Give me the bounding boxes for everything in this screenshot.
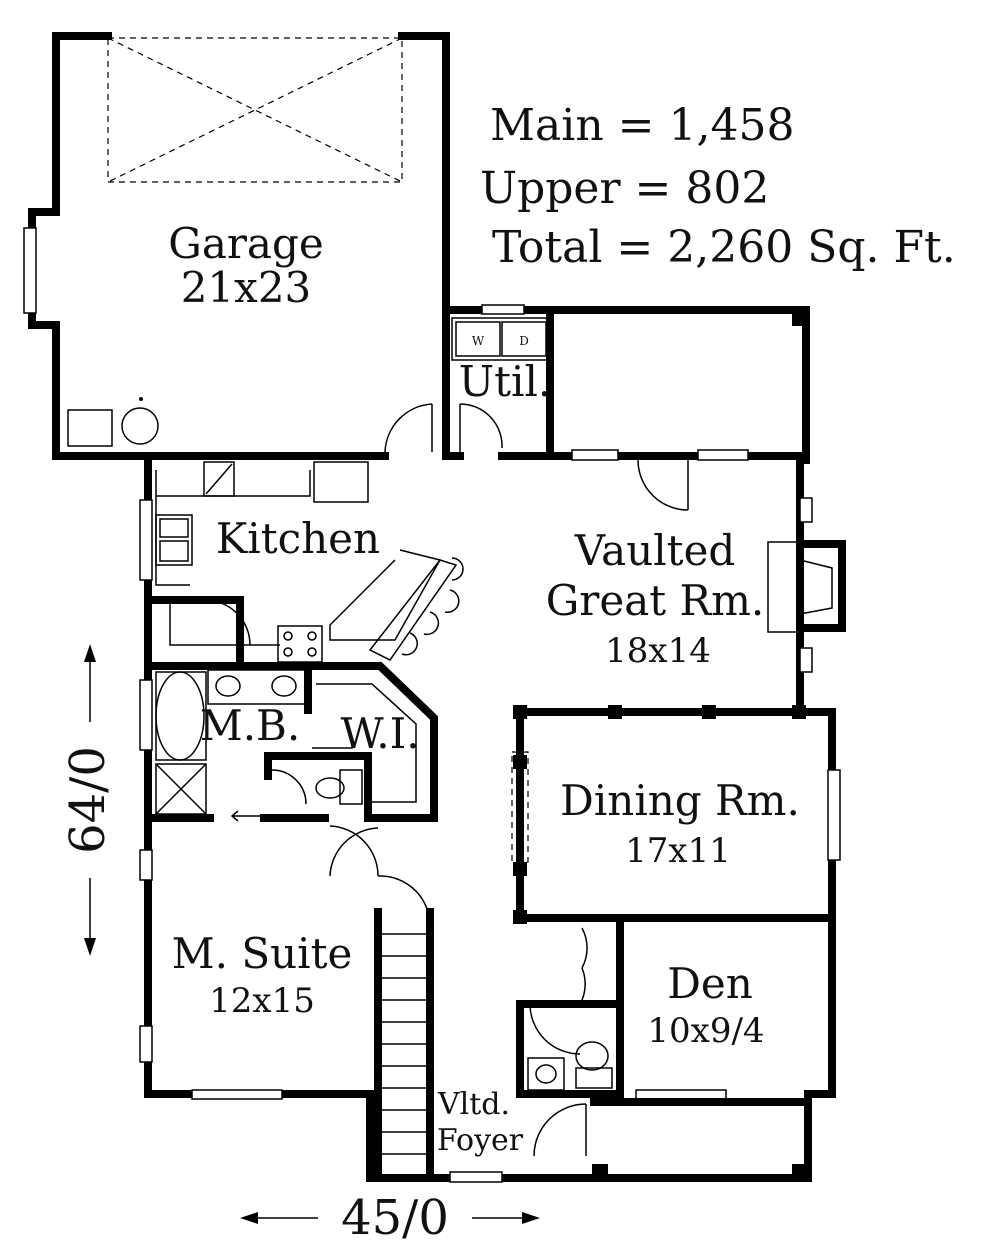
dining-size: 17x11	[625, 831, 731, 871]
great-room-label-1: Vaulted	[574, 526, 736, 575]
den-label: Den	[667, 959, 753, 1008]
depth-dimension	[84, 644, 96, 956]
width-dimension-label: 45/0	[341, 1190, 449, 1246]
total-area: Total = 2,260 Sq. Ft.	[492, 222, 956, 273]
great-room-size: 18x14	[605, 631, 711, 671]
width-dimension	[240, 1212, 540, 1224]
garage-walls	[23, 32, 450, 460]
kitchen-walls	[139, 452, 464, 1098]
dining-label: Dining Rm.	[560, 776, 800, 825]
kitchen-label: Kitchen	[216, 514, 380, 563]
garage-size: 21x23	[181, 263, 312, 312]
master-suite-size: 12x15	[209, 981, 315, 1021]
depth-dimension-label: 64/0	[60, 746, 116, 854]
garage-label: Garage	[168, 219, 323, 268]
wi-label: W.I.	[340, 709, 419, 758]
main-area: Main = 1,458	[490, 100, 795, 151]
foyer-label-2: Foyer	[437, 1123, 524, 1158]
den-walls	[449, 914, 836, 1183]
master-bath-walls	[139, 662, 438, 822]
dryer-label: D	[519, 334, 529, 348]
dining-walls	[511, 705, 841, 924]
great-room-walls	[571, 449, 846, 716]
mb-label: M.B.	[200, 701, 301, 750]
upper-area: Upper = 802	[480, 163, 769, 214]
util-label: Util.	[459, 357, 552, 406]
utility-walls	[442, 304, 810, 464]
great-room-label-2: Great Rm.	[546, 576, 765, 625]
washer-label: W	[472, 334, 485, 348]
foyer-label-1: Vltd.	[437, 1087, 510, 1122]
master-suite-label: M. Suite	[172, 929, 353, 978]
master-suite-walls	[139, 825, 598, 1182]
den-size: 10x9/4	[647, 1011, 764, 1051]
